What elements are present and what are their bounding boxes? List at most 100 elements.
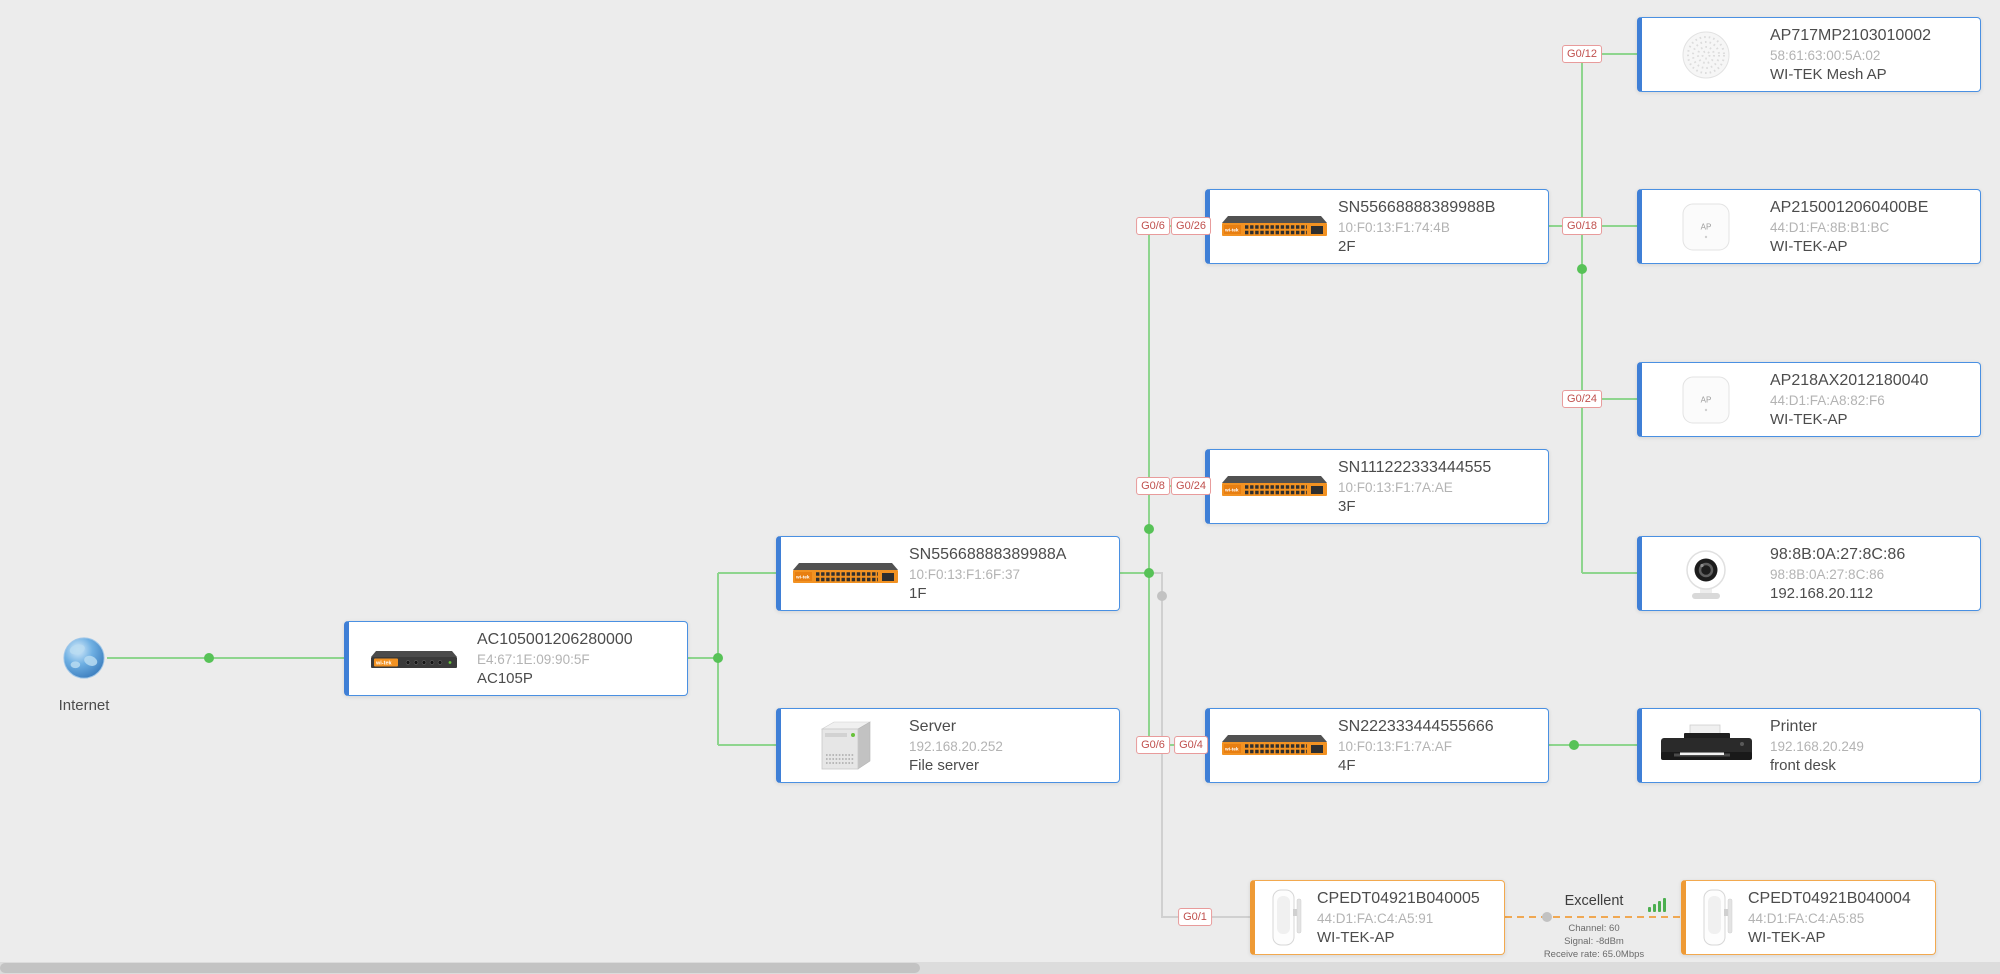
node-text: SN55668888389988B 10:F0:13:F1:74:4B 2F: [1338, 199, 1503, 255]
node-label: WI-TEK-AP: [1748, 928, 1826, 946]
ap-image: [1642, 374, 1770, 426]
node-title: SN55668888389988B: [1338, 198, 1496, 216]
node-title: SN55668888389988A: [909, 545, 1067, 563]
node-title: CPEDT04921B040005: [1317, 889, 1480, 907]
node-text: AC105001206280000 E4:67:1E:09:90:5F AC10…: [477, 631, 641, 687]
node-text: AP2150012060400BE 44:D1:FA:8B:B1:BC WI-T…: [1770, 199, 1936, 255]
internet-label: Internet: [58, 697, 110, 714]
wireless-link-quality: Excellent: [1564, 893, 1624, 909]
mesh-ap-image: [1642, 28, 1770, 82]
node-label: WI-TEK-AP: [1317, 928, 1395, 946]
node-switch-4f[interactable]: SN222333444555666 10:F0:13:F1:7A:AF 4F: [1205, 708, 1549, 783]
node-title: SN111222333444555: [1338, 458, 1492, 476]
node-label: WI-TEK-AP: [1770, 237, 1848, 255]
node-switch-1f[interactable]: SN55668888389988A 10:F0:13:F1:6F:37 1F: [776, 536, 1120, 611]
switch-image: [1210, 212, 1338, 242]
node-title: 98:8B:0A:27:8C:86: [1770, 545, 1906, 563]
node-title: AP218AX2012180040: [1770, 371, 1929, 389]
node-cpe-1[interactable]: CPEDT04921B040005 44:D1:FA:C4:A5:91 WI-T…: [1250, 880, 1505, 955]
node-cpe-2[interactable]: CPEDT04921B040004 44:D1:FA:C4:A5:85 WI-T…: [1681, 880, 1936, 955]
node-mac: 10:F0:13:F1:7A:AF: [1338, 738, 1453, 754]
node-label: AC105P: [477, 669, 533, 687]
router-image: [349, 642, 477, 676]
node-ip: 192.168.20.252: [909, 738, 1003, 754]
node-camera[interactable]: 98:8B:0A:27:8C:86 98:8B:0A:27:8C:86 192.…: [1637, 536, 1981, 611]
node-ap-218ax[interactable]: AP218AX2012180040 44:D1:FA:A8:82:F6 WI-T…: [1637, 362, 1981, 437]
port-badge-3f-local: G0/24: [1171, 477, 1211, 495]
node-title: Server: [909, 717, 957, 735]
port-badge-g0-1: G0/1: [1178, 908, 1212, 926]
node-mac: 58:61:63:00:5A:02: [1770, 47, 1881, 63]
port-badge-g0-12: G0/12: [1562, 45, 1602, 63]
port-badge-4f-uplink: G0/6: [1136, 736, 1170, 754]
horizontal-scrollbar[interactable]: [0, 962, 2000, 974]
node-switch-3f[interactable]: SN111222333444555 10:F0:13:F1:7A:AE 3F: [1205, 449, 1549, 524]
node-mac: 98:8B:0A:27:8C:86: [1770, 566, 1885, 582]
node-title: CPEDT04921B040004: [1748, 889, 1911, 907]
node-label: 2F: [1338, 237, 1356, 255]
cpe-image: [1686, 887, 1748, 949]
node-mac: 10:F0:13:F1:6F:37: [909, 566, 1021, 582]
port-badge-g0-24: G0/24: [1562, 390, 1602, 408]
node-text: AP717MP2103010002 58:61:63:00:5A:02 WI-T…: [1770, 27, 1939, 83]
node-ip: 192.168.20.112: [1770, 584, 1874, 602]
printer-image: [1642, 722, 1770, 770]
traffic-dots-gray: [1157, 591, 1552, 922]
node-gateway-ac105p[interactable]: AC105001206280000 E4:67:1E:09:90:5F AC10…: [344, 621, 688, 696]
node-title: AP717MP2103010002: [1770, 26, 1932, 44]
node-mesh-ap[interactable]: AP717MP2103010002 58:61:63:00:5A:02 WI-T…: [1637, 17, 1981, 92]
server-image: [781, 717, 909, 775]
camera-image: [1642, 546, 1770, 602]
node-mac: 10:F0:13:F1:74:4B: [1338, 219, 1450, 235]
switch-image: [1210, 731, 1338, 761]
node-text: Printer 192.168.20.249 front desk: [1770, 718, 1872, 774]
node-title: AC105001206280000: [477, 630, 633, 648]
switch-image: [1210, 472, 1338, 502]
node-title: Printer: [1770, 717, 1818, 735]
node-title: AP2150012060400BE: [1770, 198, 1929, 216]
node-label: WI-TEK-AP: [1770, 410, 1848, 428]
node-ip: 192.168.20.249: [1770, 738, 1864, 754]
node-label: WI-TEK Mesh AP: [1770, 65, 1887, 83]
wireless-link-channel: Channel: 60: [1568, 923, 1620, 934]
switch-image: [781, 559, 909, 589]
node-printer[interactable]: Printer 192.168.20.249 front desk: [1637, 708, 1981, 783]
traffic-dots-green: [204, 264, 1587, 750]
node-mac: E4:67:1E:09:90:5F: [477, 651, 590, 667]
node-mac: 10:F0:13:F1:7A:AE: [1338, 479, 1453, 495]
node-mac: 44:D1:FA:A8:82:F6: [1770, 392, 1885, 408]
wireless-link-signal: Signal: -8dBm: [1564, 935, 1624, 947]
node-label: 3F: [1338, 497, 1356, 515]
node-label: front desk: [1770, 756, 1836, 774]
node-file-server[interactable]: Server 192.168.20.252 File server: [776, 708, 1120, 783]
node-title: SN222333444555666: [1338, 717, 1494, 735]
wired-links: [107, 53, 1637, 746]
cpe-image: [1255, 887, 1317, 949]
port-badge-g0-18: G0/18: [1562, 217, 1602, 235]
node-text: SN111222333444555 10:F0:13:F1:7A:AE 3F: [1338, 459, 1499, 515]
node-mac: 44:D1:FA:C4:A5:85: [1748, 910, 1865, 926]
node-text: Server 192.168.20.252 File server: [909, 718, 1011, 774]
port-badge-3f-uplink: G0/8: [1136, 477, 1170, 495]
node-text: 98:8B:0A:27:8C:86 98:8B:0A:27:8C:86 192.…: [1770, 546, 1913, 602]
node-text: SN55668888389988A 10:F0:13:F1:6F:37 1F: [909, 546, 1074, 602]
port-badge-2f-local: G0/26: [1171, 217, 1211, 235]
node-ap-2150[interactable]: AP2150012060400BE 44:D1:FA:8B:B1:BC WI-T…: [1637, 189, 1981, 264]
internet-globe-icon[interactable]: [61, 635, 107, 681]
node-label: File server: [909, 756, 980, 774]
node-mac: 44:D1:FA:8B:B1:BC: [1770, 219, 1890, 235]
node-text: CPEDT04921B040005 44:D1:FA:C4:A5:91 WI-T…: [1317, 890, 1488, 946]
node-label: 4F: [1338, 756, 1356, 774]
wireless-link-receive: Receive rate: 65.0Mbps: [1543, 948, 1645, 960]
node-text: AP218AX2012180040 44:D1:FA:A8:82:F6 WI-T…: [1770, 372, 1936, 428]
ap-image: [1642, 201, 1770, 253]
signal-strength-icon: [1648, 897, 1666, 912]
port-badge-2f-uplink: G0/6: [1136, 217, 1170, 235]
node-text: SN222333444555666 10:F0:13:F1:7A:AF 4F: [1338, 718, 1502, 774]
node-mac: 44:D1:FA:C4:A5:91: [1317, 910, 1434, 926]
horizontal-scrollbar-thumb[interactable]: [0, 963, 920, 973]
node-switch-2f[interactable]: SN55668888389988B 10:F0:13:F1:74:4B 2F: [1205, 189, 1549, 264]
port-badge-4f-local: G0/4: [1174, 736, 1208, 754]
